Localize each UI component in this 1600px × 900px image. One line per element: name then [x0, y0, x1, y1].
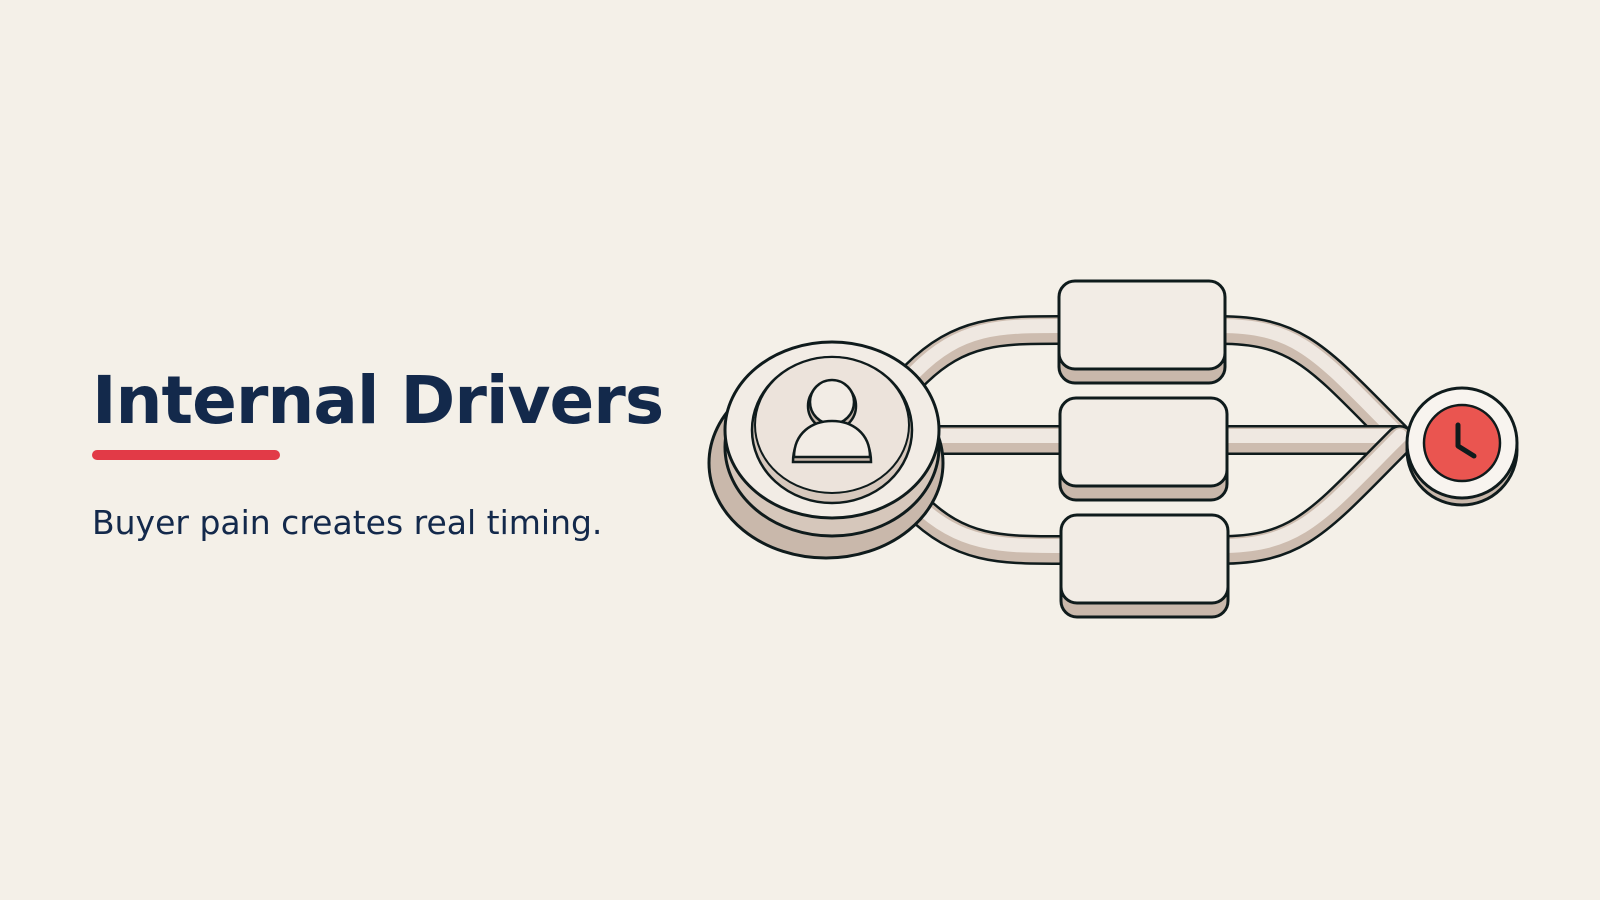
stage-box-middle: [1058, 396, 1229, 502]
title-underline-accent: [92, 450, 280, 460]
clock-icon: [1422, 403, 1502, 483]
slide-title: Internal Drivers: [92, 362, 664, 439]
slide-subtitle: Buyer pain creates real timing.: [92, 503, 603, 542]
stage-box-bottom: [1059, 513, 1230, 619]
stage-box-top: [1057, 279, 1227, 385]
title-block: Internal Drivers: [92, 362, 664, 460]
source-node: [707, 340, 945, 560]
person-icon: [791, 378, 873, 464]
target-node: [1405, 386, 1519, 507]
